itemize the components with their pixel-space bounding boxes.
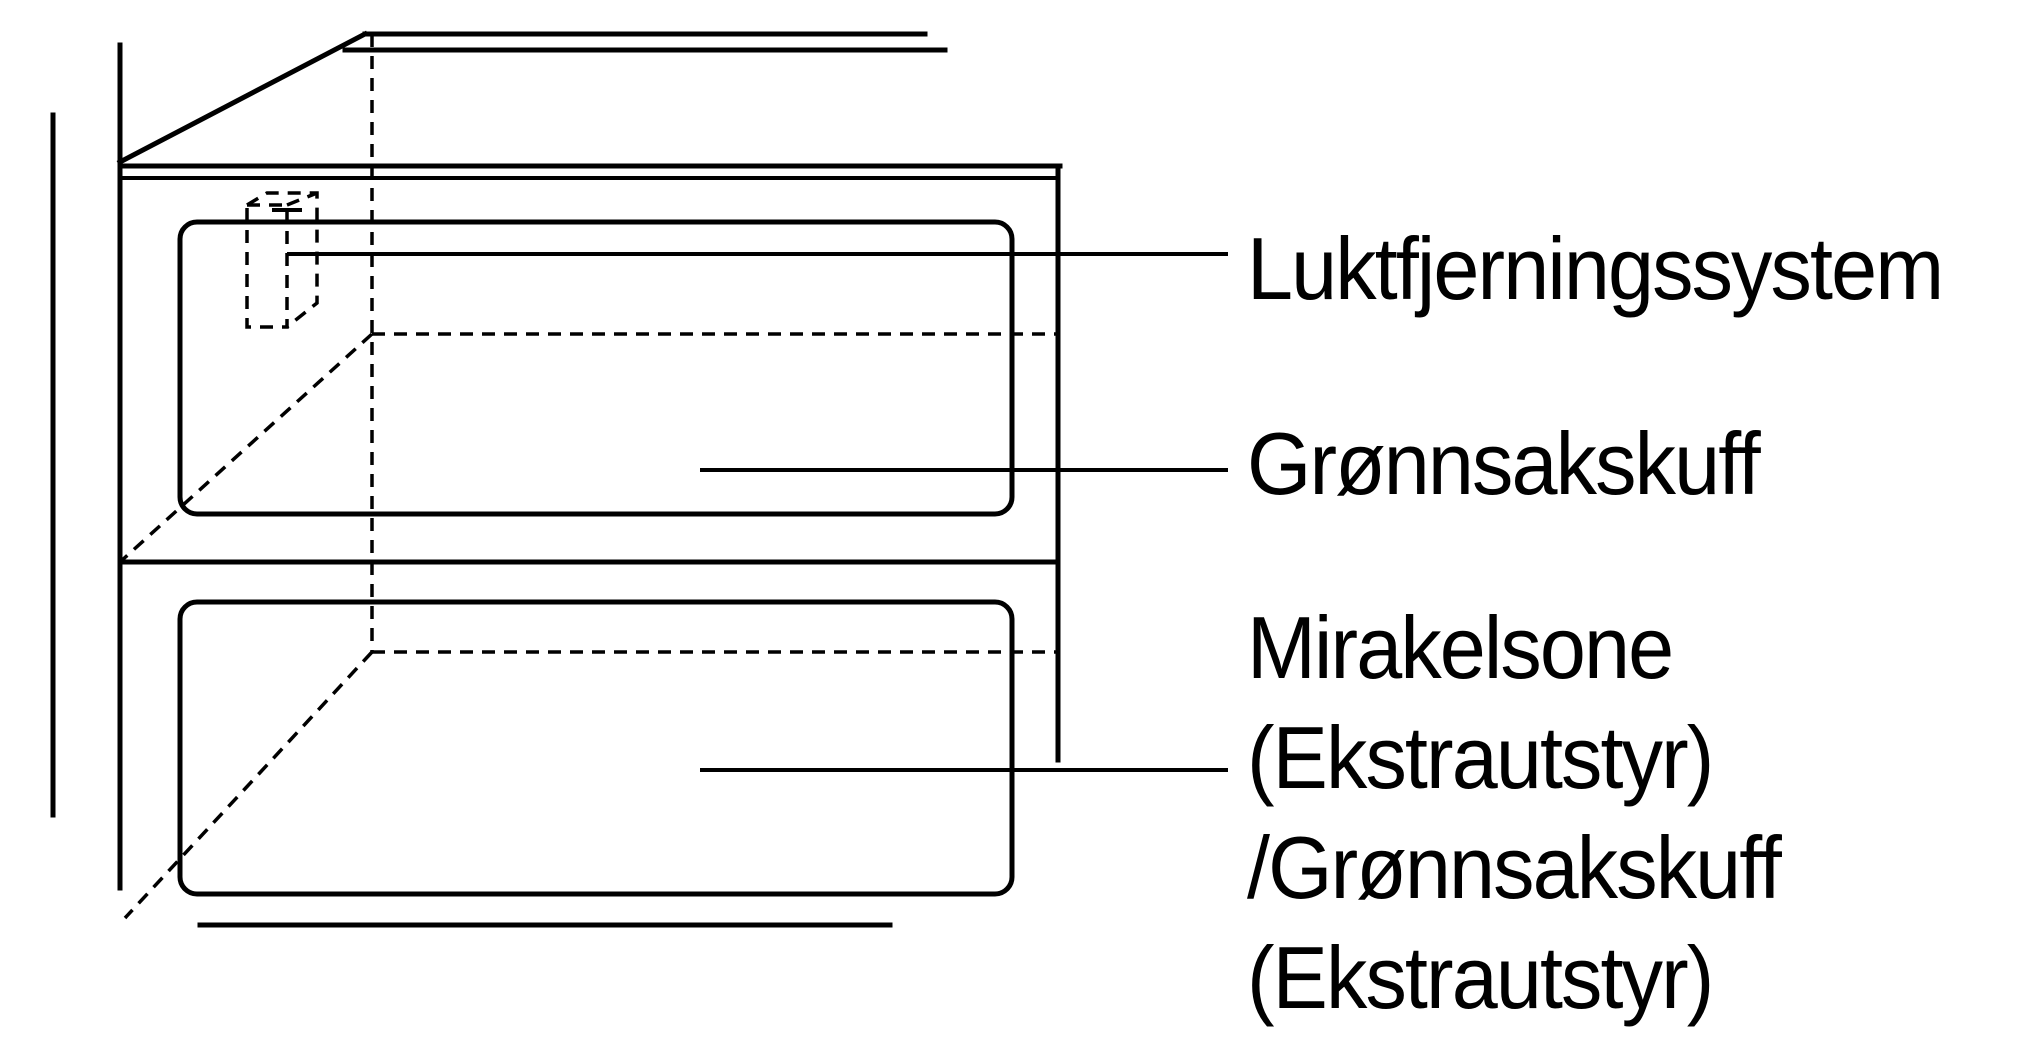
- label-odor-system: Luktfjerningssystem: [1247, 219, 1944, 318]
- hidden-edges: [118, 34, 1058, 920]
- cabinet-frame: [50, 30, 1063, 928]
- top-diagonal: [116, 30, 369, 166]
- label-vegetable-drawer: Grønnsakskuff: [1247, 414, 1761, 513]
- label-miracle-zone-line3: /Grønnsakskuff: [1247, 818, 1782, 917]
- label-miracle-zone-line4: (Ekstrautstyr): [1247, 928, 1714, 1027]
- label-miracle-zone-line1: Mirakelsone: [1247, 598, 1674, 697]
- upper-drawer: [177, 219, 1015, 517]
- upper-depth-diagonal: [118, 332, 374, 564]
- lower-drawer: [177, 599, 1015, 897]
- lower-depth-diagonal: [123, 650, 374, 920]
- odor-filter-icon: [245, 191, 319, 329]
- label-miracle-zone: Mirakelsone (Ekstrautstyr) /Grønnsakskuf…: [1247, 593, 1814, 1033]
- label-miracle-zone-line2: (Ekstrautstyr): [1247, 708, 1714, 807]
